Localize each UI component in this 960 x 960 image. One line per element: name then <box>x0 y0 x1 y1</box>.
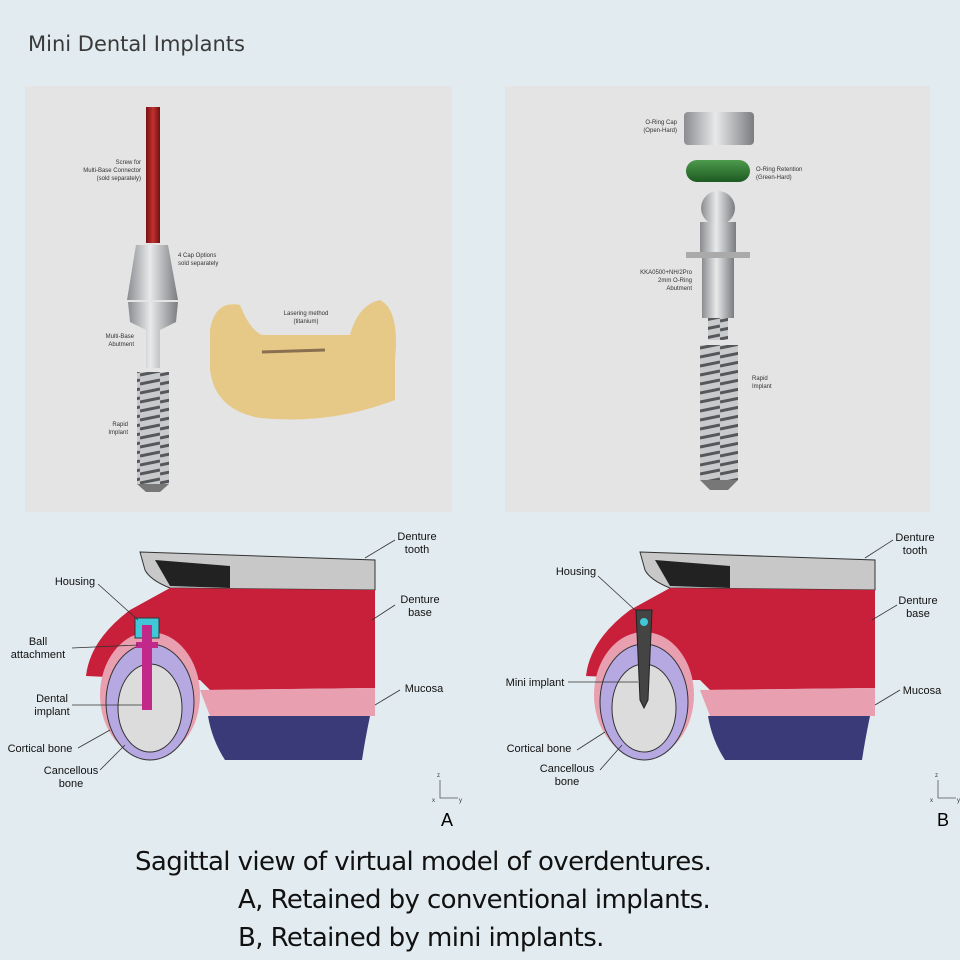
label-abutment: Multi-Base <box>106 334 135 340</box>
dental-model-image <box>210 300 396 420</box>
svg-text:Abutment: Abutment <box>108 342 134 348</box>
abutment-image <box>128 302 178 368</box>
o-ring-image <box>686 160 750 182</box>
label-cortical-bone: Cortical bone <box>8 743 73 755</box>
svg-text:sold separately: sold separately <box>178 261 218 267</box>
label-housing: Housing <box>556 566 596 578</box>
caption-line-3: B, Retained by mini implants. <box>238 923 604 953</box>
label-cortical-bone: Cortical bone <box>507 743 572 755</box>
svg-text:tooth: tooth <box>903 545 927 557</box>
caption: Sagittal view of virtual model of overde… <box>135 847 712 953</box>
svg-text:base: base <box>906 608 930 620</box>
label-o-ring-retention: O-Ring Retention <box>756 167 802 173</box>
label-denture-tooth: Denture <box>397 531 436 543</box>
label-ball-attachment: Ball <box>29 636 47 648</box>
svg-text:implant: implant <box>34 706 69 718</box>
housing <box>640 618 648 626</box>
sagittal-diagram-b: Housing Mini implant Cortical bone Cance… <box>506 532 960 830</box>
label-rapid-implant: Rapid <box>752 376 768 382</box>
label-o-ring-cap: O-Ring Cap <box>645 120 677 126</box>
svg-text:base: base <box>408 607 432 619</box>
screw-image <box>146 107 160 243</box>
axis-triad: z x y <box>930 773 960 804</box>
mucosa <box>200 688 375 716</box>
svg-text:z: z <box>935 773 938 779</box>
label-cancellous-bone: Cancellous <box>540 763 595 775</box>
page-title: Mini Dental Implants <box>28 32 245 56</box>
svg-text:(Green-Hard): (Green-Hard) <box>756 175 792 181</box>
svg-text:attachment: attachment <box>11 649 65 661</box>
svg-text:y: y <box>459 798 462 804</box>
deep-tissue <box>708 716 870 760</box>
svg-text:(sold separately): (sold separately) <box>97 176 141 182</box>
mucosa <box>700 688 875 716</box>
svg-text:tooth: tooth <box>405 544 429 556</box>
label-housing: Housing <box>55 576 95 588</box>
label-screw: Screw for <box>116 160 141 166</box>
label-mucosa: Mucosa <box>903 685 942 697</box>
implant-image <box>137 372 169 484</box>
svg-text:Implant: Implant <box>752 384 772 390</box>
svg-text:bone: bone <box>555 776 579 788</box>
label-o-ring-abutment: KKA0500+NH/2Pro <box>640 270 693 276</box>
svg-text:x: x <box>930 798 933 804</box>
svg-text:Implant: Implant <box>108 430 128 436</box>
svg-text:Abutment: Abutment <box>666 286 692 292</box>
deep-tissue <box>208 716 370 760</box>
label-cap: 4 Cap Options <box>178 253 216 259</box>
label-letter-a: A <box>441 810 453 830</box>
svg-text:y: y <box>957 798 960 804</box>
o-ring-cap-image <box>684 112 754 145</box>
svg-text:bone: bone <box>59 778 83 790</box>
label-dental-implant: Dental <box>36 693 68 705</box>
dental-implant <box>142 625 152 710</box>
label-cancellous-bone: Cancellous <box>44 765 99 777</box>
svg-text:2mm O-Ring: 2mm O-Ring <box>658 278 692 284</box>
label-letter-b: B <box>937 810 949 830</box>
svg-text:(Open-Hard): (Open-Hard) <box>643 128 677 134</box>
o-ring-photo: O-Ring Cap (Open-Hard) KKA0500+NH/2Pro 2… <box>505 86 930 512</box>
label-mucosa: Mucosa <box>405 683 444 695</box>
axis-triad: z x y <box>432 773 462 804</box>
label-mini-implant: Mini implant <box>506 677 565 689</box>
svg-text:(titanium): (titanium) <box>293 319 318 325</box>
sagittal-diagram-a: Housing Ball attachment Dental implant C… <box>8 531 462 830</box>
label-denture-base: Denture <box>400 594 439 606</box>
svg-text:z: z <box>437 773 440 779</box>
rapid-implant-image <box>700 345 738 480</box>
caption-line-1: Sagittal view of virtual model of overde… <box>135 847 711 877</box>
cap-image <box>127 245 178 300</box>
svg-text:x: x <box>432 798 435 804</box>
caption-line-2: A, Retained by conventional implants. <box>238 885 710 915</box>
label-denture-base: Denture <box>898 595 937 607</box>
o-ring-abutment-image <box>702 258 734 318</box>
label-implant: Rapid <box>112 422 128 428</box>
label-denture-tooth: Denture <box>895 532 934 544</box>
label-lasering: Lasering method <box>284 311 329 317</box>
svg-text:Multi-Base Connector: Multi-Base Connector <box>83 168 141 174</box>
multi-base-photo: Screw for Multi-Base Connector (sold sep… <box>25 86 452 512</box>
mini-implant <box>635 609 653 710</box>
